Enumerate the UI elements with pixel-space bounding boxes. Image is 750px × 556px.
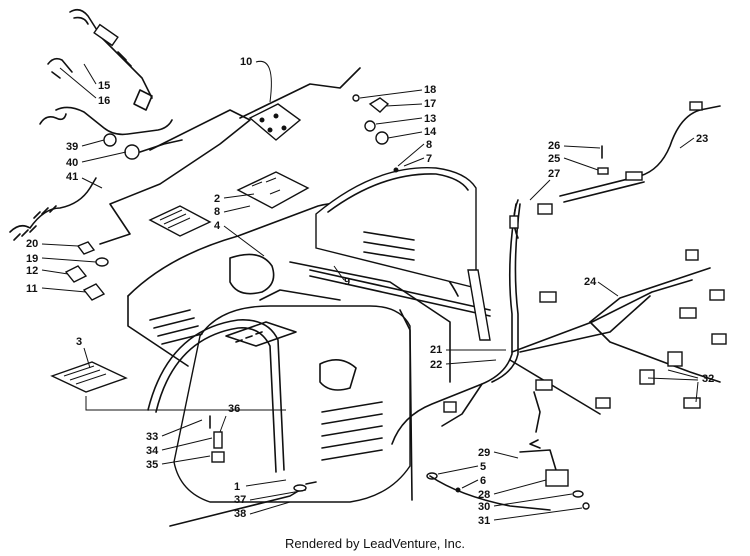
throttle-cable-switch [47,8,153,111]
switch-knobs [64,241,109,301]
callout-41: 41 [66,171,78,183]
callout-10: 10 [240,56,252,68]
callout-29: 29 [478,447,490,459]
callout-26: 26 [548,140,560,152]
kill-switch-harness [39,106,183,160]
callout-31: 31 [478,515,490,527]
tail-light-harness [509,101,721,239]
side-panel-strip [467,269,491,341]
callout-1: 1 [234,481,240,493]
callout-4: 4 [214,220,221,232]
callout-38: 38 [234,508,246,520]
callout-35: 35 [146,459,158,471]
dash-plate [248,103,302,141]
callout-39: 39 [66,141,78,153]
callout-22: 22 [430,359,442,371]
gauge-panel-bracket [236,171,310,209]
mounting-wire-route [99,67,361,245]
callout-9: 9 [344,276,350,288]
callout-8-b: 8 [214,206,220,218]
callout-11: 11 [26,283,38,295]
callout-30: 30 [478,501,490,513]
left-grille [149,309,203,345]
side-trim [147,319,285,473]
callout-20: 20 [26,238,38,250]
callout-2: 2 [214,193,220,205]
callout-23: 23 [696,133,708,145]
console-lower-shroud [173,305,413,503]
warning-decal [50,361,286,411]
ground-wire [429,475,551,511]
callout-labels: 1 2 3 4 5 6 7 8 8 9 10 11 12 [26,56,714,527]
callout-25: 25 [548,153,560,165]
callout-40: 40 [66,157,78,169]
callout-33: 33 [146,431,158,443]
callout-15: 15 [98,80,110,92]
lighting-harness-left [9,177,97,241]
callout-32: 32 [702,373,714,385]
fastener-stack [352,94,399,173]
render-credit: Rendered by LeadVenture, Inc. [285,536,465,551]
mount-bracket [209,415,225,463]
callout-28: 28 [478,489,490,501]
callout-24: 24 [584,276,597,288]
callout-13: 13 [424,113,436,125]
decal-plate [148,205,212,237]
fuse-holder [597,145,609,175]
callout-37: 37 [234,494,246,506]
voltage-regulator [426,439,590,510]
heat-shield [309,167,491,317]
callout-34: 34 [146,445,159,457]
callout-21: 21 [430,344,442,356]
callout-18: 18 [424,84,436,96]
callout-5: 5 [480,461,486,473]
callout-16: 16 [98,95,110,107]
callout-17: 17 [424,98,436,110]
callout-36: 36 [228,403,240,415]
main-wiring-harness [391,203,727,445]
callout-3: 3 [76,336,82,348]
callout-7: 7 [426,153,432,165]
callout-6: 6 [480,475,486,487]
callout-12: 12 [26,265,38,277]
callout-27: 27 [548,168,560,180]
callout-19: 19 [26,253,38,265]
callout-14: 14 [424,126,437,138]
callout-8: 8 [426,139,432,151]
